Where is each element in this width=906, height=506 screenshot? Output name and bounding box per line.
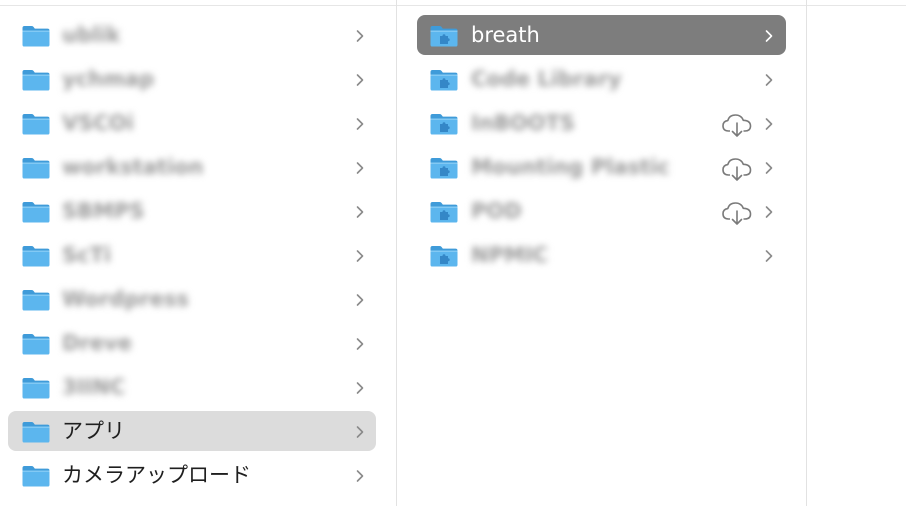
chevron-right-icon (764, 161, 774, 175)
folder-name: Mounting Plastic (471, 155, 670, 179)
chevron-right-icon (764, 29, 774, 43)
folder-row[interactable]: POD (417, 191, 786, 231)
chevron-right-icon (355, 293, 365, 307)
folder-row[interactable]: VSCOi (8, 103, 376, 143)
folder-icon (21, 376, 51, 400)
app-folder-icon (429, 200, 459, 224)
cloud-download-icon[interactable] (721, 156, 753, 182)
folder-row-apps-selected[interactable]: アプリ (8, 411, 376, 451)
folder-row[interactable]: Dreve (8, 323, 376, 363)
chevron-right-icon (355, 381, 365, 395)
app-folder-icon (429, 244, 459, 268)
folder-row[interactable]: Mounting Plastic (417, 147, 786, 187)
folder-row[interactable]: 3IINC (8, 367, 376, 407)
chevron-right-icon (355, 117, 365, 131)
cloud-download-icon[interactable] (721, 200, 753, 226)
folder-row[interactable]: ublik (8, 15, 376, 55)
folder-icon (21, 420, 51, 444)
folder-name: ScTi (62, 243, 112, 267)
app-folder-icon (429, 112, 459, 136)
folder-icon (21, 332, 51, 356)
chevron-right-icon (355, 425, 365, 439)
folder-row[interactable]: Code Library (417, 59, 786, 99)
cloud-download-icon[interactable] (721, 112, 753, 138)
folder-row[interactable]: Wordpress (8, 279, 376, 319)
app-folder-icon (429, 156, 459, 180)
folder-icon (21, 288, 51, 312)
chevron-right-icon (764, 205, 774, 219)
chevron-right-icon (355, 469, 365, 483)
folder-name: SBMPS (62, 199, 145, 223)
folder-name: ychmap (62, 67, 155, 91)
folder-name: Wordpress (62, 287, 189, 311)
folder-row[interactable]: InBOOTS (417, 103, 786, 143)
folder-name: カメラアップロード (62, 463, 251, 487)
toolbar-edge (0, 0, 906, 6)
chevron-right-icon (355, 249, 365, 263)
folder-name: breath (471, 23, 540, 47)
folder-row[interactable]: SBMPS (8, 191, 376, 231)
app-folder-icon (429, 68, 459, 92)
chevron-right-icon (355, 337, 365, 351)
folder-name: アプリ (62, 419, 125, 443)
chevron-right-icon (355, 29, 365, 43)
folder-row[interactable]: NPMIC (417, 235, 786, 275)
app-folder-icon (429, 24, 459, 48)
folder-row[interactable]: workstation (8, 147, 376, 187)
folder-name: 3IINC (62, 375, 126, 399)
finder-column-3[interactable] (807, 0, 906, 506)
folder-icon (21, 112, 51, 136)
folder-icon (21, 24, 51, 48)
folder-icon (21, 244, 51, 268)
folder-name: Code Library (471, 67, 622, 91)
folder-row[interactable]: カメラアップロード (8, 455, 376, 495)
chevron-right-icon (355, 73, 365, 87)
finder-column-1[interactable]: ublik ychmap VSCOi workstation SBMPS ScT… (0, 0, 397, 506)
folder-row-breath-selected[interactable]: breath (417, 15, 786, 55)
folder-icon (21, 156, 51, 180)
folder-name: VSCOi (62, 111, 134, 135)
folder-name: NPMIC (471, 243, 549, 267)
chevron-right-icon (764, 117, 774, 131)
folder-row[interactable]: ychmap (8, 59, 376, 99)
finder-column-2[interactable]: breath Code Library InBOOTS Mounting Pla… (397, 0, 807, 506)
chevron-right-icon (355, 161, 365, 175)
folder-icon (21, 68, 51, 92)
folder-icon (21, 200, 51, 224)
folder-icon (21, 464, 51, 488)
folder-name: InBOOTS (471, 111, 575, 135)
chevron-right-icon (355, 205, 365, 219)
folder-row[interactable]: ScTi (8, 235, 376, 275)
folder-name: POD (471, 199, 522, 223)
chevron-right-icon (764, 249, 774, 263)
folder-name: workstation (62, 155, 204, 179)
folder-name: Dreve (62, 331, 132, 355)
folder-name: ublik (62, 23, 121, 47)
chevron-right-icon (764, 73, 774, 87)
